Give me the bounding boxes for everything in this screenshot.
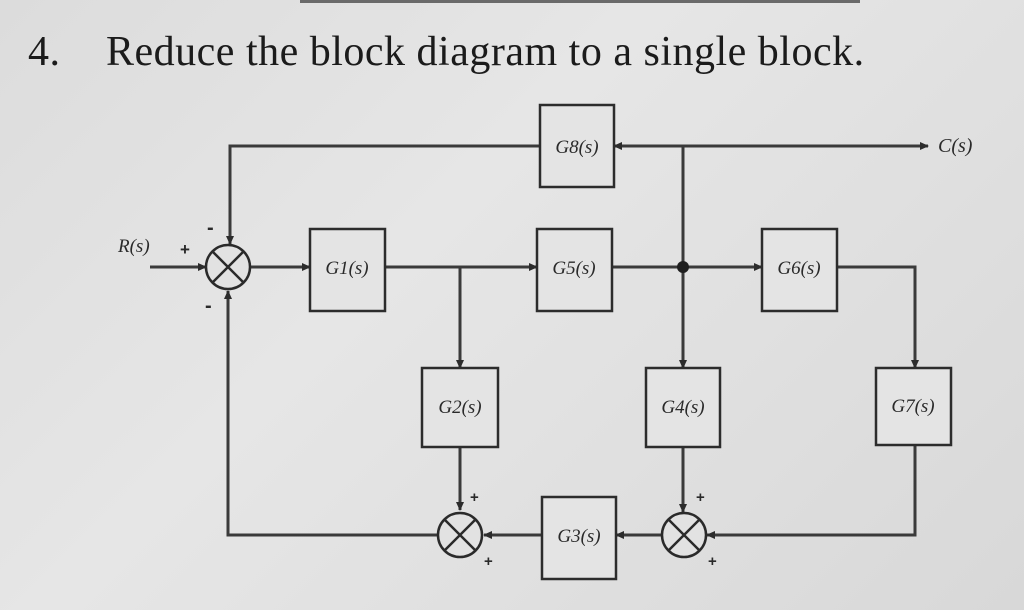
main-sum-sign-input: + [180,240,190,259]
left-sum-sign-right: + [484,553,493,570]
block-g1 [308,227,387,313]
main-summing-junction [204,243,252,291]
wire-g8-feedback [226,144,540,245]
block-g4 [644,366,722,449]
block-g2-label: G2(s) [438,397,481,418]
block-g2 [420,366,500,449]
wire-g6-to-g7 [837,265,919,369]
main-sum-sign-bottom: - [205,295,212,317]
problem-text: Reduce the block diagram to a single blo… [106,29,865,75]
takeoff-node [677,261,689,273]
input-label: R(s) [117,236,150,257]
lower-right-summing-junction [660,511,708,559]
output-label: C(s) [938,135,973,157]
top-rule [300,0,860,3]
block-g3-label: G3(s) [557,526,600,547]
block-g3 [540,495,618,581]
block-g7 [874,366,953,447]
block-g4-label: G4(s) [661,397,704,418]
left-sum-sign-top: + [470,489,479,506]
wire-bottom-feedback [224,290,438,537]
block-g5 [535,227,614,313]
problem-statement: 4. Reduce the block diagram to a single b… [28,28,865,76]
block-g8 [538,103,616,189]
block-g1-label: G1(s) [325,258,368,279]
wire-g7-to-sum [706,445,917,539]
block-g8-label: G8(s) [555,137,598,158]
lower-left-summing-junction [436,511,484,559]
block-g6 [760,227,839,313]
block-g5-label: G5(s) [552,258,595,279]
right-sum-sign-right: + [708,553,717,570]
problem-number: 4. [28,29,61,75]
right-sum-sign-top: + [696,489,705,506]
block-g6-label: G6(s) [777,258,820,279]
block-g7-label: G7(s) [891,396,934,417]
main-sum-sign-top: - [207,217,214,239]
